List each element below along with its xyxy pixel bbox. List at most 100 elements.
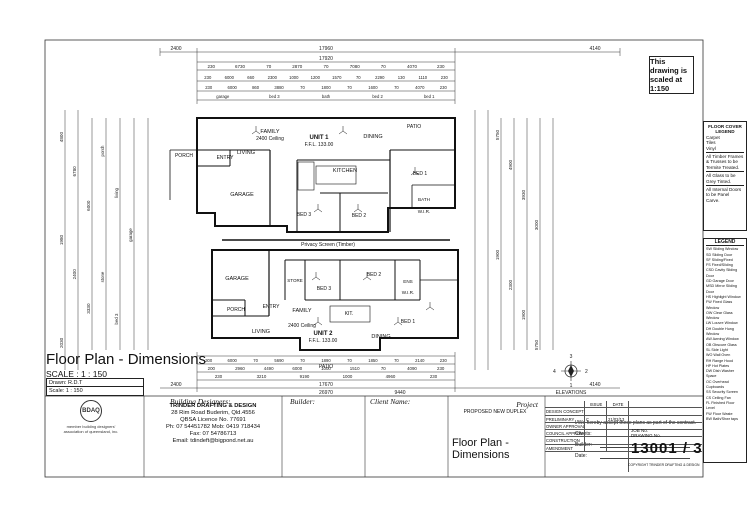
dim-overall-top: 17960 bbox=[319, 46, 333, 52]
elevations-label: ELEVATIONS bbox=[556, 390, 587, 396]
dim-row4-value: 6000 bbox=[225, 75, 235, 80]
right-dims-value: 5750 bbox=[495, 129, 500, 140]
bot-row1-value: 70 bbox=[347, 358, 352, 363]
floor-cover-item-tiles: Tiles bbox=[706, 140, 716, 146]
issue-row-issue bbox=[585, 430, 607, 437]
drawing-label: DRAWING No. bbox=[631, 433, 661, 438]
dim-row5-value: 230 bbox=[440, 85, 448, 90]
compass-number-1: 3 bbox=[570, 354, 573, 360]
dim-row5-value: 6000 bbox=[228, 85, 238, 90]
scale-note: This drawing is scaled at 1:150 bbox=[649, 56, 694, 94]
bot-row2-value: 4090 bbox=[407, 366, 417, 371]
bot-row1-value: 70 bbox=[394, 358, 399, 363]
elevation-compass: 3 2 1 4 ELEVATIONS bbox=[553, 354, 588, 396]
label-bed2-unit1: BED 2 bbox=[352, 213, 367, 219]
dim-row5-value: 860 bbox=[252, 85, 260, 90]
sign-line-builder[interactable] bbox=[600, 440, 690, 448]
scale-row-value: 1 : 150 bbox=[65, 388, 83, 394]
floor-cover-item-carpet: Carpet bbox=[706, 134, 720, 140]
right-dims-value: 1900 bbox=[521, 309, 526, 320]
sign-line-date[interactable] bbox=[600, 451, 690, 459]
dim-row3-value: 4070 bbox=[407, 64, 418, 69]
label-family-unit2: FAMILY bbox=[292, 308, 311, 314]
dim-row3-value: 2870 bbox=[292, 64, 303, 69]
window-legend-item: LW Louvre Window bbox=[706, 321, 738, 326]
issue-row-label: AMENDMENT bbox=[545, 444, 585, 452]
room-labels: FAMILY 2400 Ceiling UNIT 1 F.F.L. 133.00… bbox=[175, 124, 430, 370]
dim-row5-value: 3880 bbox=[274, 85, 284, 90]
dim-row4-value: 660 bbox=[247, 75, 255, 80]
label-ffl-unit1: F.F.L. 133.00 bbox=[305, 142, 334, 148]
copyright-text: COPYRIGHT TRINDER DRAFTING & DESIGN bbox=[628, 463, 700, 467]
dim-row4-value: 230 bbox=[204, 75, 212, 80]
label-ffl-unit2: F.F.L. 133.00 bbox=[309, 338, 338, 344]
left-dims-value: 4800 bbox=[59, 132, 64, 143]
window-legend-item: HP Hot Plates bbox=[706, 363, 730, 368]
dim-row3-value: 70 bbox=[266, 64, 272, 69]
bot-row2-value: 200 bbox=[208, 366, 216, 371]
dim-row3-value: 7080 bbox=[350, 64, 361, 69]
label-living-unit2: LIVING bbox=[252, 329, 270, 335]
label-bed1-unit1: BED 1 bbox=[413, 171, 428, 177]
left-dims-value: 6780 bbox=[72, 166, 77, 177]
dim-row6-value: bed 1 bbox=[424, 94, 435, 99]
designer-name: TRINDER DRAFTING & DESIGN bbox=[169, 403, 257, 409]
label-garage-unit1: GARAGE bbox=[230, 192, 254, 198]
label-wir-unit1: W.I.R. bbox=[418, 209, 431, 214]
designer-address: 28 Rim Road Buderim, Qld.4556 bbox=[171, 410, 255, 416]
label-porch-unit1: PORCH bbox=[175, 153, 193, 159]
label-entry-unit2: ENTRY bbox=[263, 304, 281, 310]
label-store-unit2: STORE bbox=[287, 278, 302, 283]
acceptance-text: I/We hereby accept these plans as part o… bbox=[575, 420, 697, 426]
issue-row-date bbox=[607, 422, 629, 430]
job-label: JOB No. bbox=[631, 428, 649, 433]
unit1-fans bbox=[251, 126, 420, 213]
label-patio-unit1: PATIO bbox=[407, 124, 421, 130]
label-porch-unit2: PORCH bbox=[227, 307, 245, 313]
issue-header-date: DATE bbox=[607, 401, 629, 408]
designer-caption: Building Designers: bbox=[170, 397, 231, 406]
dim-row4-value: 1200 bbox=[311, 75, 321, 80]
issue-row-issue bbox=[585, 437, 607, 444]
issue-row-date bbox=[607, 444, 629, 452]
issue-row-label: DESIGN CONCEPT bbox=[546, 408, 585, 415]
issue-row: OWNER APPROVAL bbox=[545, 422, 702, 431]
window-legend-item: SS Security Screen bbox=[706, 390, 738, 395]
right-dims-value: 5750 bbox=[534, 339, 539, 350]
sheet-title: Floor Plan - Dimensions bbox=[452, 437, 528, 461]
sign-row-builder: Builder: bbox=[575, 440, 696, 451]
dim-row3-value: 70 bbox=[381, 64, 387, 69]
dim-row6-value: garage bbox=[216, 94, 230, 99]
dim-row4-value: 230 bbox=[441, 75, 449, 80]
dim-right-bottom: 4140 bbox=[589, 382, 600, 388]
left-dims-value: 1980 bbox=[59, 234, 64, 245]
window-legend-item: AW Awning Window bbox=[706, 337, 739, 342]
label-unit2: UNIT 2 bbox=[313, 331, 333, 337]
label-ceiling-unit1: 2400 Ceiling bbox=[256, 136, 284, 142]
dim-row4-value: 130 bbox=[398, 75, 406, 80]
window-legend-item: CS Ceiling Fan bbox=[706, 395, 731, 400]
issue-table-header: ISSUE DATE bbox=[545, 401, 702, 409]
side-labels-value: living bbox=[114, 187, 119, 198]
label-dining-unit2: DINING bbox=[371, 334, 390, 340]
window-legend-item: MSD Mirror Sliding Door bbox=[706, 284, 737, 294]
window-legend-item: RH Range Hood bbox=[706, 358, 734, 363]
issue-header-blank bbox=[545, 401, 585, 408]
floor-cover-subtitle: LEGEND bbox=[715, 129, 735, 135]
scale-note-text: This drawing is scaled at 1:150 bbox=[650, 57, 688, 93]
drawn-label: Drawn: bbox=[49, 380, 67, 386]
floor-cover-title: FLOOR COVER bbox=[708, 124, 742, 129]
label-unit1: UNIT 1 bbox=[309, 135, 329, 141]
right-dims-value: 3000 bbox=[534, 219, 539, 230]
bot-row3-value: 1000 bbox=[343, 374, 353, 379]
sign-label-builder: Builder: bbox=[575, 442, 592, 448]
builder-caption: Builder: bbox=[290, 397, 315, 406]
